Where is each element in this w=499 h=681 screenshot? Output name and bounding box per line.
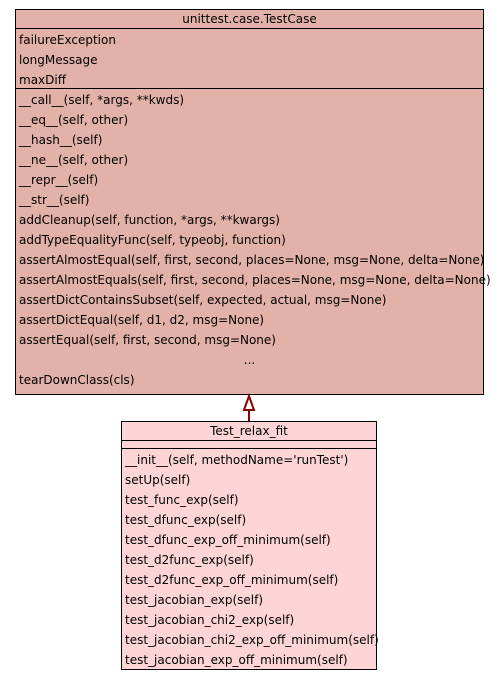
method-row: assertAlmostEquals(self, first, second, … (19, 273, 491, 287)
attribute-row: maxDiff (19, 73, 66, 87)
base-class-attributes: failureException longMessage maxDiff (16, 29, 483, 89)
method-row: test_d2func_exp_off_minimum(self) (125, 573, 339, 587)
derived-class-box[interactable]: Test_relax_fit __init__(self, methodName… (121, 421, 379, 670)
method-row: assertEqual(self, first, second, msg=Non… (19, 333, 276, 347)
derived-class-attributes (122, 441, 376, 449)
method-row: addCleanup(self, function, *args, **kwar… (19, 213, 280, 227)
method-row: tearDownClass(cls) (19, 373, 135, 387)
method-row: test_d2func_exp(self) (125, 553, 254, 567)
inheritance-arrowhead-icon (242, 393, 256, 411)
method-row: test_jacobian_chi2_exp(self) (125, 613, 295, 627)
method-row: __call__(self, *args, **kwds) (19, 93, 185, 107)
method-row: test_dfunc_exp_off_minimum(self) (125, 533, 331, 547)
base-class-methods: __call__(self, *args, **kwds) __eq__(sel… (16, 89, 491, 390)
method-row: test_jacobian_chi2_exp_off_minimum(self) (125, 633, 379, 647)
method-row: test_jacobian_exp(self) (125, 593, 264, 607)
method-row: __init__(self, methodName='runTest') (125, 453, 349, 467)
attribute-row: longMessage (19, 53, 98, 67)
method-row: setUp(self) (125, 473, 191, 487)
method-row: addTypeEqualityFunc(self, typeobj, funct… (19, 233, 286, 247)
method-row: assertDictContainsSubset(self, expected,… (19, 293, 387, 307)
method-row: assertDictEqual(self, d1, d2, msg=None) (19, 313, 265, 327)
method-row: test_dfunc_exp(self) (125, 513, 247, 527)
method-row: __repr__(self) (19, 173, 99, 187)
method-row: test_jacobian_exp_off_minimum(self) (125, 653, 348, 667)
base-class-name: unittest.case.TestCase (16, 10, 483, 29)
derived-class-name: Test_relax_fit (122, 422, 376, 441)
method-row: test_func_exp(self) (125, 493, 239, 507)
attribute-row: failureException (19, 33, 116, 47)
method-row: __hash__(self) (19, 133, 103, 147)
method-row: __eq__(self, other) (19, 113, 129, 127)
ellipsis-row: ... (243, 353, 256, 367)
method-row: __ne__(self, other) (19, 153, 129, 167)
method-row: assertAlmostEqual(self, first, second, p… (19, 253, 485, 267)
base-class-box[interactable]: unittest.case.TestCase failureException … (15, 9, 491, 395)
derived-class-methods: __init__(self, methodName='runTest') set… (122, 449, 379, 670)
method-row: __str__(self) (19, 193, 90, 207)
